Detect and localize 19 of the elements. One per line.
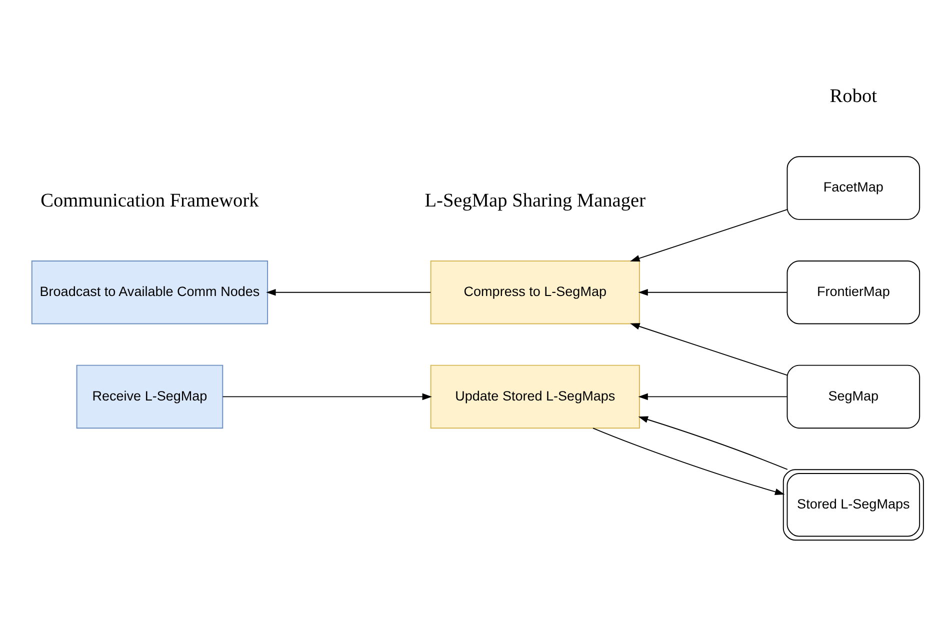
label: L-SegMap Sharing Manager [424, 190, 646, 211]
node-box: Compress to L-SegMap [430, 260, 640, 324]
arrow [630, 322, 788, 376]
node-box: Stored L-SegMaps [782, 468, 924, 540]
arrow [638, 288, 788, 296]
arrow [630, 208, 788, 262]
node-box: Update Stored L-SegMaps [430, 364, 640, 428]
node-box: Receive L-SegMap [76, 364, 224, 428]
arrow [638, 392, 788, 400]
label: Robot [830, 86, 878, 107]
arrow [222, 392, 432, 400]
node-box: SegMap [786, 364, 920, 428]
node-box: FacetMap [786, 156, 920, 220]
node-box: FrontierMap [786, 260, 920, 324]
node-box: Broadcast to Available Comm Nodes [31, 260, 268, 324]
arrow [592, 427, 785, 495]
label: Communication Framework [40, 190, 259, 211]
arrow [266, 288, 432, 296]
arrow [638, 416, 788, 470]
